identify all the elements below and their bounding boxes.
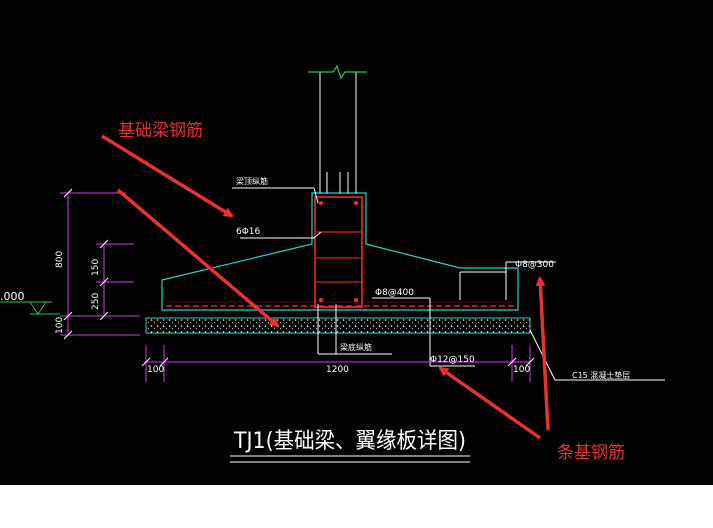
- foundation-beam-outline: [161, 192, 519, 311]
- leader-lines: [232, 187, 665, 381]
- dim-height-upper: 150: [91, 259, 101, 276]
- label-beam-top-rebar: 梁顶纵筋: [236, 176, 268, 186]
- beam-rebar-cage: [314, 196, 363, 308]
- callout-strip-rebar: 条基钢筋: [557, 443, 625, 463]
- label-side-bars: 6Φ16: [236, 227, 261, 237]
- dimension-lines: [60, 192, 531, 382]
- label-main-bar: Φ12@150: [430, 355, 475, 365]
- cushion-layer: [145, 317, 531, 334]
- dimension-ticks: [63, 188, 535, 367]
- callout-beam-rebar: 基础梁钢筋: [118, 121, 203, 141]
- dim-cushion-thickness: 100: [55, 317, 65, 334]
- dim-width-left: 100: [147, 365, 164, 375]
- label-level: .000: [0, 290, 25, 303]
- label-beam-bottom-rebar: 梁底纵筋: [340, 342, 372, 352]
- annotation-arrows: [101, 134, 550, 440]
- level-symbol: [0, 301, 60, 315]
- drawing-canvas: 基础梁钢筋 条基钢筋 梁顶纵筋 6Φ16 Φ8@400 Φ8@300 梁底纵筋 …: [0, 0, 713, 485]
- label-distribution-bar: Φ8@300: [515, 260, 554, 270]
- dim-width-main: 1200: [326, 365, 349, 375]
- dim-height-lower: 250: [91, 293, 101, 310]
- dim-height-total: 800: [55, 251, 65, 268]
- break-line: [308, 64, 367, 80]
- column-outline: [319, 72, 357, 194]
- foundation-section-drawing: 基础梁钢筋 条基钢筋 梁顶纵筋 6Φ16 Φ8@400 Φ8@300 梁底纵筋 …: [0, 64, 665, 463]
- dim-width-right: 100: [513, 365, 530, 375]
- drawing-title: TJ1(基础梁、翼缘板详图): [233, 429, 466, 454]
- label-stirrup: Φ8@400: [375, 288, 414, 298]
- label-cushion: C15 混凝土垫层: [572, 370, 630, 380]
